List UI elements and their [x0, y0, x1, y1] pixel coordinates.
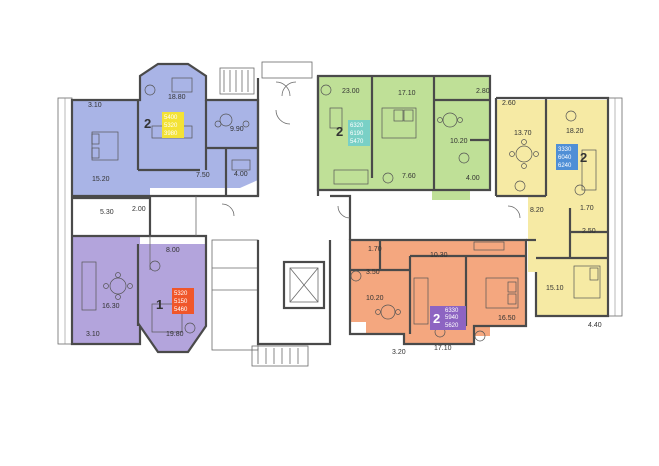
dim-label: 1.70 [368, 246, 382, 253]
apartment-badge-orange: 2 6330 5940 5620 [430, 306, 466, 330]
area-living: 5320 [164, 123, 178, 129]
area-total: 5320 [174, 291, 188, 297]
area-total: 5400 [164, 115, 178, 121]
apartment-orange [348, 238, 528, 346]
dim-label: 8.00 [166, 247, 180, 254]
area-living: 6040 [558, 155, 572, 161]
dim-label: 15.10 [546, 285, 564, 292]
dim-label: 17.10 [398, 90, 416, 97]
area-other: 3980 [164, 131, 178, 137]
area-other: 5470 [350, 139, 364, 145]
apartment-orange-area [350, 240, 526, 344]
dim-label: 7.60 [402, 173, 416, 180]
dim-label: 2.50 [582, 228, 596, 235]
dim-label: 4.00 [234, 171, 248, 178]
dim-label: 1.70 [580, 205, 594, 212]
dim-label: 3.10 [86, 331, 100, 338]
dim-label: 18.20 [566, 128, 584, 135]
dim-label: 15.20 [92, 176, 110, 183]
dim-label: 13.70 [514, 130, 532, 137]
apartment-green [316, 74, 492, 200]
dim-label: 10.20 [366, 295, 384, 302]
dim-label: 4.00 [466, 175, 480, 182]
room-count: 2 [336, 124, 343, 139]
area-total: 6320 [350, 123, 364, 129]
apartment-yellow [494, 96, 610, 318]
dim-label: 2.00 [132, 206, 146, 213]
room-count: 2 [580, 150, 587, 165]
apartment-yellow-area [496, 100, 608, 316]
building-core [195, 61, 536, 367]
apartment-badge-yellow: 3330 6040 6240 2 [556, 144, 587, 170]
dim-label: 5.30 [100, 209, 114, 216]
room-count: 1 [156, 297, 163, 312]
apartment-badge-purple: 1 5320 5150 5460 [156, 288, 194, 314]
dim-label: 10.30 [430, 252, 448, 259]
dim-label: 9.90 [230, 126, 244, 133]
area-other: 6240 [558, 163, 572, 169]
apartment-badge-blue: 2 5400 5320 3980 [144, 112, 184, 138]
area-living: 6190 [350, 131, 364, 137]
dim-label: 4.40 [588, 322, 602, 329]
room-count: 2 [433, 311, 440, 326]
dim-label: 17.10 [434, 345, 452, 352]
dim-label: 3.10 [88, 102, 102, 109]
dim-label: 3.50 [366, 269, 380, 276]
dim-label: 8.20 [530, 207, 544, 214]
dim-label: 16.30 [102, 303, 120, 310]
dim-label: 2.60 [502, 100, 516, 107]
area-total: 3330 [558, 147, 572, 153]
area-living: 5940 [445, 315, 459, 321]
dim-label: 23.00 [342, 88, 360, 95]
dim-label: 2.80 [476, 88, 490, 95]
area-total: 6330 [445, 308, 459, 314]
dim-label: 7.50 [196, 172, 210, 179]
dim-label: 19.80 [166, 331, 184, 338]
area-living: 5150 [174, 299, 188, 305]
apartment-badge-green: 2 6320 6190 5470 [336, 120, 370, 146]
room-count: 2 [144, 116, 151, 131]
apartment-purple [70, 196, 208, 354]
dim-label: 18.80 [168, 94, 186, 101]
dim-label: 16.50 [498, 315, 516, 322]
dimension-labels: 3.10 18.80 9.90 15.20 7.50 4.00 23.00 17… [86, 88, 602, 356]
dim-label: 3.20 [392, 349, 406, 356]
area-other: 5460 [174, 307, 188, 313]
dim-label: 10.20 [450, 138, 468, 145]
area-other: 5620 [445, 323, 459, 329]
